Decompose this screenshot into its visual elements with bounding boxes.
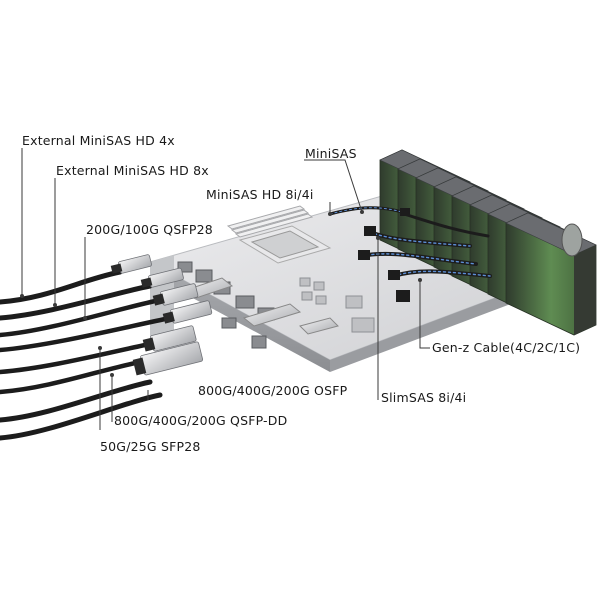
minisas-hd-4x-plug — [110, 254, 152, 274]
external-cable — [0, 359, 143, 395]
qsfp28-module — [152, 283, 199, 306]
qsfp-dd-module — [142, 325, 197, 352]
label-slimsas: SlimSAS 8i/4i — [381, 390, 467, 405]
label-sfp28: 50G/25G SFP28 — [100, 439, 201, 454]
minisas-hd-8x-plug — [140, 267, 184, 288]
sfp28-module — [132, 341, 204, 376]
label-genz-cable: Gen-z Cable(4C/2C/1C) — [432, 340, 581, 355]
drive-bay — [379, 149, 597, 336]
label-qsfp-dd: 800G/400G/200G QSFP-DD — [114, 413, 288, 428]
external-cable — [0, 269, 123, 305]
external-cables — [0, 269, 173, 441]
hard-drive — [505, 212, 597, 336]
leader-minisas — [304, 159, 363, 213]
label-external-minisas-hd-4x: External MiniSAS HD 4x — [22, 133, 175, 148]
external-cable — [0, 341, 153, 375]
label-minisas-hd-8i4i: MiniSAS HD 8i/4i — [206, 187, 314, 202]
internal-cables — [328, 206, 492, 302]
label-minisas: MiniSAS — [305, 146, 357, 161]
external-cable — [0, 379, 153, 423]
label-external-minisas-hd-8x: External MiniSAS HD 8x — [56, 163, 209, 178]
label-qsfp28: 200G/100G QSFP28 — [86, 222, 213, 237]
external-cable — [0, 315, 173, 353]
leader-genz — [419, 280, 430, 349]
external-cable — [0, 392, 163, 441]
leader-lines — [20, 148, 430, 430]
transceiver-modules — [110, 254, 213, 376]
external-cable — [0, 283, 153, 321]
label-osfp: 800G/400G/200G OSFP — [198, 383, 348, 398]
osfp-module — [162, 300, 213, 324]
